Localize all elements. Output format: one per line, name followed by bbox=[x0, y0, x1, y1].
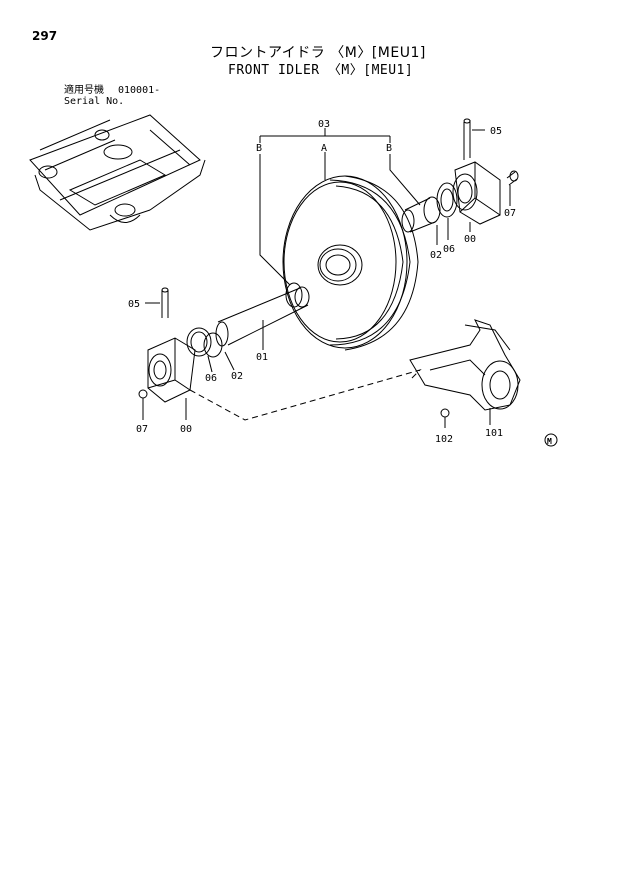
callout-07-left: 07 bbox=[136, 424, 148, 435]
callout-05-left: 05 bbox=[128, 299, 140, 310]
callout-06-right: 06 bbox=[443, 244, 455, 255]
left-seal bbox=[186, 327, 235, 373]
callout-00-right: 00 bbox=[464, 234, 476, 245]
idler-wheel bbox=[282, 175, 419, 351]
callout-01: 01 bbox=[256, 352, 268, 363]
yoke-bolt bbox=[440, 408, 450, 428]
callout-00-left: 00 bbox=[180, 424, 192, 435]
callout-07-right: 07 bbox=[504, 208, 516, 219]
page-title-en: FRONT IDLER 〈M〉[MEU1] bbox=[228, 63, 414, 78]
callout-03: 03 bbox=[318, 119, 330, 130]
callout-101: 101 bbox=[485, 428, 503, 439]
right-pin bbox=[463, 118, 485, 160]
callout-bracket-03 bbox=[259, 128, 421, 286]
callout-B-right: B bbox=[386, 143, 392, 154]
callout-B-left: B bbox=[256, 143, 262, 154]
callout-06-left: 06 bbox=[205, 373, 217, 384]
circled-m-letter: M bbox=[547, 437, 552, 446]
idler-yoke bbox=[409, 319, 521, 425]
callout-02-right: 02 bbox=[430, 250, 442, 261]
right-seal bbox=[436, 182, 458, 218]
callout-05-right: 05 bbox=[490, 126, 502, 137]
track-frame-thumbnail bbox=[29, 114, 206, 231]
left-bracket bbox=[147, 337, 196, 420]
callout-02-left: 02 bbox=[231, 371, 243, 382]
assembly-dash-line bbox=[189, 368, 422, 421]
circled-m-symbol: M bbox=[544, 433, 558, 447]
serial-label-en: Serial No. bbox=[64, 96, 125, 107]
page-title-jp: フロントアイドラ 〈M〉[MEU1] bbox=[210, 45, 426, 61]
page-number: 297 bbox=[32, 29, 58, 43]
right-bracket bbox=[452, 161, 501, 225]
left-bolt bbox=[138, 389, 148, 420]
right-bolt bbox=[506, 170, 519, 206]
serial-value: 010001- bbox=[118, 85, 161, 96]
callout-102: 102 bbox=[435, 434, 453, 445]
right-bushing bbox=[401, 196, 441, 233]
left-pin bbox=[145, 287, 169, 318]
serial-label-jp: 適用号機 bbox=[64, 85, 104, 96]
callout-A: A bbox=[321, 143, 327, 154]
